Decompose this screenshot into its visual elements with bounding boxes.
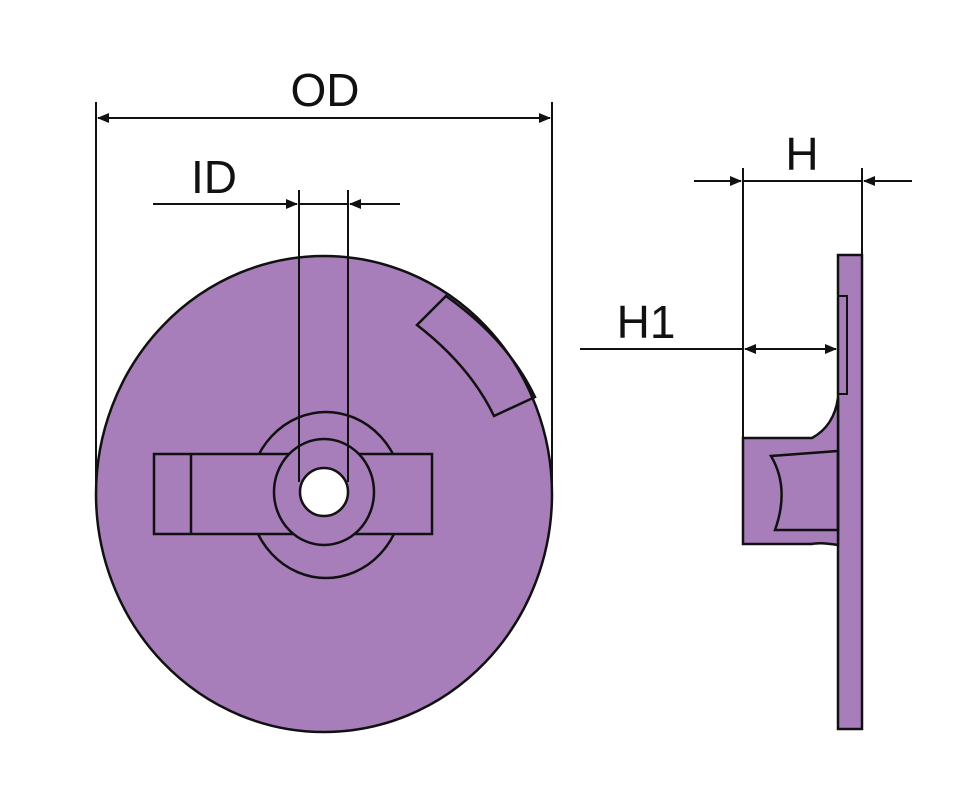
id-label: ID xyxy=(191,151,237,203)
side-plate-recess xyxy=(837,295,848,395)
side-plate xyxy=(836,253,864,731)
curved-slot-outline xyxy=(415,294,537,418)
h-label: H xyxy=(785,128,818,180)
od-label: OD xyxy=(291,64,360,116)
h1-label: H1 xyxy=(617,296,676,348)
side-handle-curve xyxy=(768,449,840,532)
side-boss-profile xyxy=(741,397,840,547)
center-hole xyxy=(298,466,350,518)
front-view: OD ID xyxy=(94,64,554,734)
side-view: H H1 xyxy=(580,128,912,731)
